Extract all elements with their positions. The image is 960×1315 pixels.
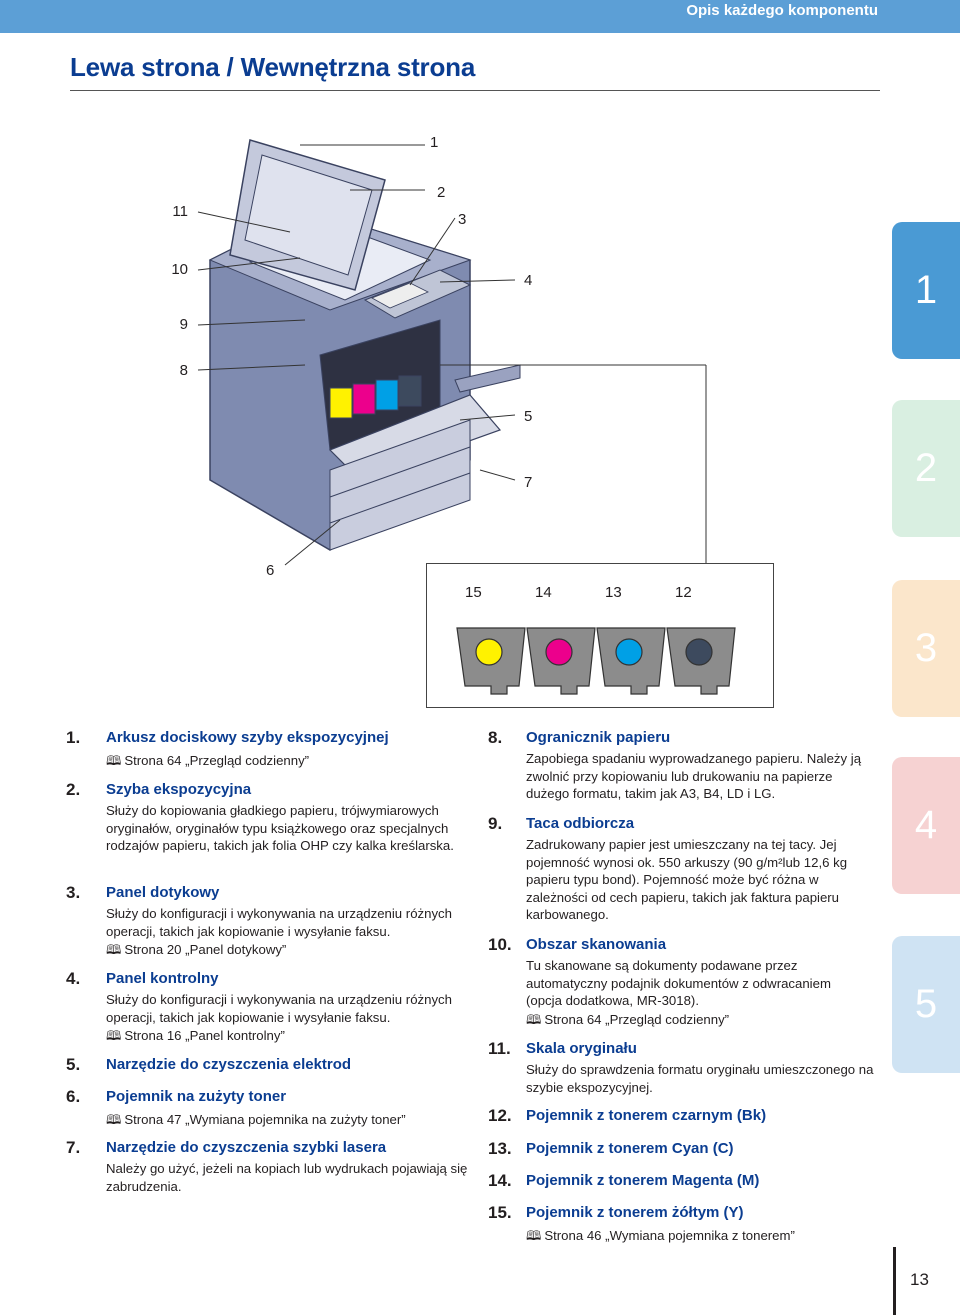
callout-1: 1 — [430, 134, 439, 151]
item-title: Narzędzie do czyszczenia elektrod — [106, 1056, 352, 1073]
title-divider — [70, 90, 880, 91]
chapter-tab-4[interactable]: 4 — [892, 757, 960, 894]
item-ref-text: Strona 20 „Panel dotykowy” — [124, 942, 287, 957]
callout-15: 15 — [465, 584, 482, 601]
item-title: Szyba ekspozycyjna — [106, 781, 252, 798]
item-number: 10. — [488, 935, 512, 954]
item-description: Zapobiega spadaniu wyprowadzanego papier… — [526, 751, 862, 801]
item-number: 1. — [66, 728, 81, 747]
item-ref-text: Strona 47 „Wymiana pojemnika na zużyty t… — [124, 1112, 406, 1127]
item-description: Należy go użyć, jeżeli na kopiach lub wy… — [106, 1161, 468, 1194]
page-number-rule — [893, 1247, 896, 1315]
book-icon: 🕮 — [106, 754, 122, 769]
book-icon: 🕮 — [106, 1029, 122, 1044]
item-number: 6. — [66, 1087, 81, 1106]
item-title: Pojemnik z tonerem żółtym (Y) — [526, 1204, 744, 1221]
callout-13: 13 — [605, 584, 622, 601]
item-description: Służy do konfiguracji i wykonywania na u… — [106, 992, 452, 1025]
item-title: Arkusz dociskowy szyby ekspozycyjnej — [106, 729, 389, 746]
page-title: Lewa strona / Wewnętrzna strona — [70, 52, 476, 82]
item-number: 4. — [66, 969, 81, 988]
item-ref[interactable]: 🕮Strona 47 „Wymiana pojemnika na zużyty … — [106, 1111, 406, 1133]
book-icon: 🕮 — [106, 1113, 122, 1128]
item-number: 15. — [488, 1203, 512, 1222]
callout-8: 8 — [179, 362, 188, 379]
chapter-tab-1[interactable]: 1 — [892, 222, 960, 359]
chapter-tab-label: 1 — [914, 268, 938, 312]
item-title: Panel dotykowy — [106, 884, 220, 901]
item-title: Pojemnik z tonerem czarnym (Bk) — [526, 1107, 767, 1124]
item-ref[interactable]: 🕮Strona 16 „Panel kontrolny” — [106, 1027, 285, 1049]
callout-4: 4 — [524, 272, 533, 289]
item-title: Pojemnik z tonerem Cyan (C) — [526, 1140, 734, 1157]
item-number: 13. — [488, 1139, 512, 1158]
callout-14: 14 — [535, 584, 552, 601]
item-ref[interactable]: 🕮Strona 64 „Przegląd codzienny” — [106, 752, 309, 774]
item-number: 8. — [488, 728, 503, 747]
item-ref-text: Strona 46 „Wymiana pojemnika z tonerem” — [544, 1228, 795, 1243]
item-title: Panel kontrolny — [106, 970, 219, 987]
callout-9: 9 — [179, 316, 188, 333]
callout-11: 11 — [172, 203, 188, 220]
item-title: Taca odbiorcza — [526, 815, 635, 832]
book-icon: 🕮 — [526, 1229, 542, 1244]
callout-12: 12 — [675, 584, 692, 601]
callout-7: 7 — [524, 474, 533, 491]
item-description: Służy do kopiowania gładkiego papieru, t… — [106, 803, 454, 853]
book-icon: 🕮 — [526, 1013, 542, 1028]
item-ref[interactable]: 🕮Strona 64 „Przegląd codzienny” — [526, 1011, 729, 1033]
book-icon: 🕮 — [106, 943, 122, 958]
item-title: Skala oryginału — [526, 1040, 637, 1057]
chapter-tab-label: 2 — [914, 446, 938, 490]
chapter-tab-2[interactable]: 2 — [892, 400, 960, 537]
toner-cartridges-inset: 15 14 13 12 — [426, 563, 774, 708]
item-number: 7. — [66, 1138, 81, 1157]
item-title: Ogranicznik papieru — [526, 729, 671, 746]
item-title: Narzędzie do czyszczenia szybki lasera — [106, 1139, 387, 1156]
header-bar — [0, 0, 960, 33]
item-title: Obszar skanowania — [526, 936, 667, 953]
chapter-tab-5[interactable]: 5 — [892, 936, 960, 1073]
item-title: Pojemnik na zużyty toner — [106, 1088, 287, 1105]
chapter-tab-label: 5 — [914, 982, 938, 1026]
item-number: 2. — [66, 780, 81, 799]
item-ref-text: Strona 16 „Panel kontrolny” — [124, 1028, 285, 1043]
chapter-tab-label: 3 — [914, 626, 938, 670]
callout-3: 3 — [458, 211, 467, 228]
item-description: Służy do sprawdzenia formatu oryginału u… — [526, 1062, 874, 1095]
item-number: 12. — [488, 1106, 512, 1125]
item-number: 14. — [488, 1171, 512, 1190]
item-number: 9. — [488, 814, 503, 833]
copier-illustration — [197, 139, 707, 566]
item-ref[interactable]: 🕮Strona 20 „Panel dotykowy” — [106, 941, 286, 963]
item-title: Pojemnik z tonerem Magenta (M) — [526, 1172, 760, 1189]
item-number: 5. — [66, 1055, 81, 1074]
toner-cartridges-drawing — [456, 627, 736, 695]
callout-6: 6 — [266, 562, 275, 579]
item-ref-text: Strona 64 „Przegląd codzienny” — [124, 753, 310, 768]
item-ref-text: Strona 64 „Przegląd codzienny” — [544, 1012, 730, 1027]
section-title: Opis każdego komponentu — [686, 2, 878, 19]
page-number: 13 — [910, 1270, 929, 1289]
item-description: Tu skanowane są dokumenty podawane przez… — [526, 958, 831, 1008]
item-number: 11. — [488, 1039, 511, 1058]
callout-5: 5 — [524, 408, 533, 425]
callout-2: 2 — [437, 184, 446, 201]
item-description: Zadrukowany papier jest umieszczany na t… — [526, 837, 848, 922]
chapter-tab-3[interactable]: 3 — [892, 580, 960, 717]
item-ref[interactable]: 🕮Strona 46 „Wymiana pojemnika z tonerem” — [526, 1227, 795, 1249]
item-description: Służy do konfiguracji i wykonywania na u… — [106, 906, 452, 939]
callout-10: 10 — [171, 261, 188, 278]
item-number: 3. — [66, 883, 81, 902]
chapter-tab-label: 4 — [914, 803, 938, 847]
